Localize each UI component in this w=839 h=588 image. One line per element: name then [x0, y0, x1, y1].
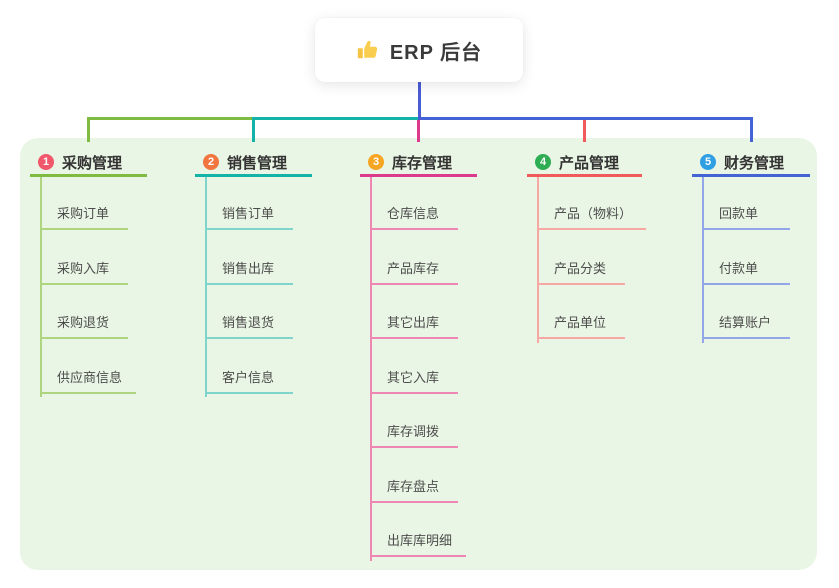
branch-spine-line [40, 177, 42, 397]
child-topic[interactable]: 出库库明细 [370, 524, 467, 557]
child-topic[interactable]: 回款单 [702, 197, 790, 230]
child-topic-label: 采购订单 [57, 206, 110, 221]
branch-label: 财务管理 [724, 154, 785, 172]
branch-topic[interactable]: 1 采购管理 [30, 150, 147, 177]
child-topic-label: 仓库信息 [387, 206, 440, 221]
child-topic-label: 库存调拨 [387, 424, 440, 439]
child-topic[interactable]: 库存调拨 [370, 415, 458, 448]
branch-label: 采购管理 [62, 154, 123, 172]
branch-connector-h [417, 117, 753, 120]
child-topic[interactable]: 其它出库 [370, 306, 458, 339]
child-topic[interactable]: 结算账户 [702, 306, 790, 339]
branch-spine-line [702, 177, 704, 343]
branch-topic[interactable]: 2 销售管理 [195, 150, 312, 177]
child-topic-label: 结算账户 [719, 315, 772, 330]
thumbs-up-icon [356, 38, 380, 62]
branch-topic[interactable]: 5 财务管理 [692, 150, 810, 177]
child-topic[interactable]: 产品库存 [370, 252, 458, 285]
branch-topic[interactable]: 4 产品管理 [527, 150, 642, 177]
branch-label: 产品管理 [559, 154, 620, 172]
child-topic-label: 产品分类 [554, 260, 607, 276]
child-topic[interactable]: 采购入库 [40, 252, 128, 285]
child-topic-label: 付款单 [719, 260, 759, 276]
child-topic-label: 采购入库 [57, 260, 110, 276]
child-topic[interactable]: 销售订单 [205, 197, 293, 230]
branch-number-badge: 5 [700, 154, 716, 170]
child-topic[interactable]: 付款单 [702, 252, 790, 285]
child-topic-label: 其它出库 [387, 315, 440, 330]
child-topic-label: 客户信息 [222, 369, 275, 385]
child-topic-label: 产品（物料） [554, 206, 633, 221]
branch-spine-line [537, 177, 539, 343]
root-node[interactable]: ERP 后台 [315, 18, 523, 82]
branch-connector-stub [252, 117, 255, 142]
child-topic[interactable]: 产品单位 [537, 306, 625, 339]
branch-topic[interactable]: 3 库存管理 [360, 150, 477, 177]
branch-number-badge: 2 [203, 154, 219, 170]
branch-number-badge: 4 [535, 154, 551, 170]
child-topic[interactable]: 销售出库 [205, 252, 293, 285]
branch-connector-stub [583, 117, 586, 142]
child-topic[interactable]: 库存盘点 [370, 470, 458, 503]
child-topic-label: 产品库存 [387, 260, 440, 276]
branch-spine-line [370, 177, 372, 561]
child-topic-label: 其它入库 [387, 369, 440, 385]
branch-connector-stub [749, 117, 753, 142]
branch-connector-stub [417, 120, 420, 142]
branch-label: 销售管理 [227, 154, 288, 172]
child-topic[interactable]: 产品分类 [537, 252, 625, 285]
child-topic[interactable]: 仓库信息 [370, 197, 458, 230]
child-topic-label: 销售出库 [222, 260, 275, 276]
child-topic-label: 销售订单 [222, 206, 275, 221]
branch-label: 库存管理 [392, 154, 453, 172]
child-topic-label: 回款单 [719, 206, 759, 221]
branch-connector-stub [87, 117, 90, 142]
child-topic[interactable]: 供应商信息 [40, 361, 137, 394]
branch-connector-h [252, 117, 421, 120]
child-topic-label: 产品单位 [554, 315, 607, 330]
child-topic-label: 销售退货 [222, 315, 275, 330]
child-topic[interactable]: 其它入库 [370, 361, 458, 394]
child-topic[interactable]: 销售退货 [205, 306, 293, 339]
child-topic[interactable]: 采购订单 [40, 197, 128, 230]
root-title: ERP 后台 [389, 41, 483, 64]
child-topic[interactable]: 采购退货 [40, 306, 128, 339]
branch-number-badge: 3 [368, 154, 384, 170]
branch-number-badge: 1 [38, 154, 54, 170]
child-topic-label: 库存盘点 [387, 478, 440, 494]
root-connector [417, 82, 421, 120]
child-topic[interactable]: 客户信息 [205, 361, 293, 394]
child-topic[interactable]: 产品（物料） [537, 197, 647, 230]
child-topic-label: 采购退货 [57, 315, 110, 330]
branch-spine-line [205, 177, 207, 397]
child-topic-label: 供应商信息 [57, 369, 123, 385]
mindmap-canvas [20, 138, 817, 570]
child-topic-label: 出库库明细 [387, 533, 453, 548]
